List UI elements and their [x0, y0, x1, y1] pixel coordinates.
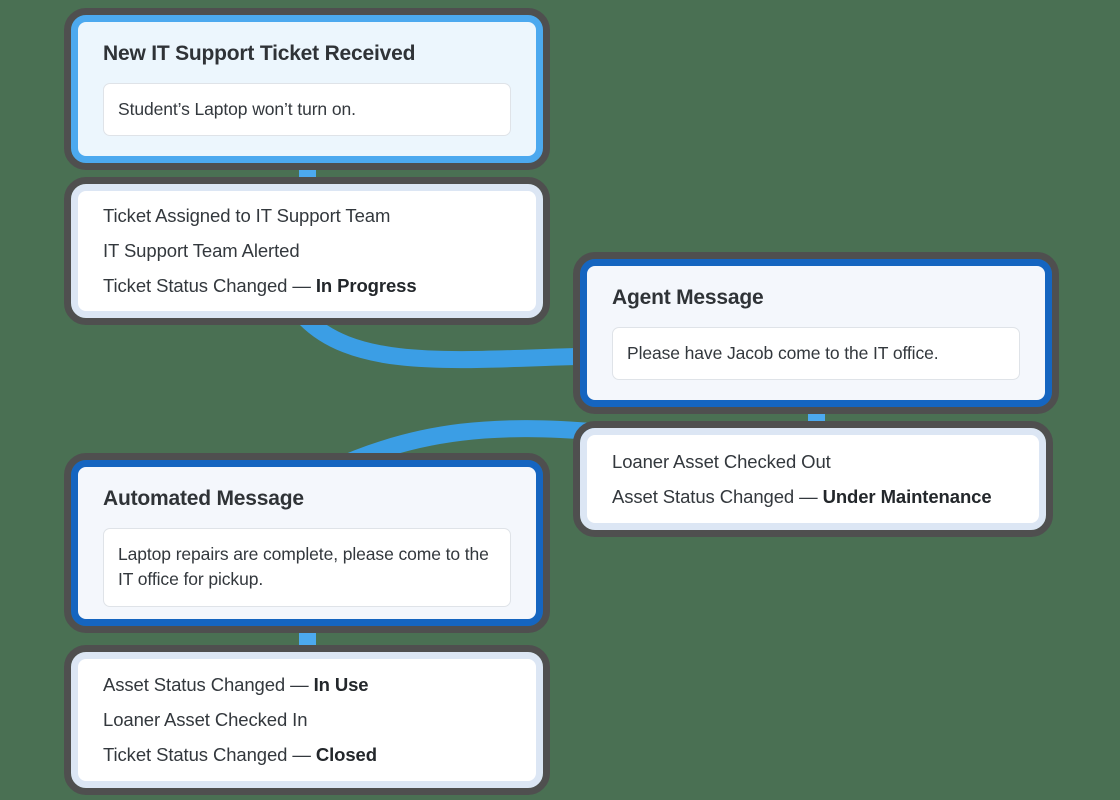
- event-label: Ticket Status Changed —: [103, 275, 316, 296]
- event-list: Loaner Asset Checked Out Asset Status Ch…: [612, 445, 1014, 514]
- node-body: Automated Message Laptop repairs are com…: [78, 467, 536, 619]
- agent-message-box[interactable]: Please have Jacob come to the IT office.: [612, 327, 1020, 381]
- node-inner: Agent Message Please have Jacob come to …: [580, 259, 1052, 407]
- ticket-description-box[interactable]: Student’s Laptop won’t turn on.: [103, 83, 511, 137]
- event-list: Asset Status Changed — In Use Loaner Ass…: [103, 668, 511, 772]
- list-item: Loaner Asset Checked Out: [612, 445, 1014, 479]
- node-inner: Loaner Asset Checked Out Asset Status Ch…: [580, 428, 1046, 530]
- node-body: Agent Message Please have Jacob come to …: [587, 266, 1045, 400]
- list-item: Loaner Asset Checked In: [103, 703, 511, 737]
- node-ticket-closed-events[interactable]: Asset Status Changed — In Use Loaner Ass…: [64, 645, 550, 795]
- list-item: Asset Status Changed — In Use: [103, 668, 511, 702]
- node-inner: Ticket Assigned to IT Support Team IT Su…: [71, 184, 543, 318]
- node-ticket-assigned-events[interactable]: Ticket Assigned to IT Support Team IT Su…: [64, 177, 550, 325]
- event-status: In Use: [313, 674, 369, 695]
- node-body: Ticket Assigned to IT Support Team IT Su…: [78, 191, 536, 311]
- node-title: New IT Support Ticket Received: [103, 42, 416, 65]
- event-label: Loaner Asset Checked Out: [612, 450, 831, 472]
- node-title: Automated Message: [103, 487, 304, 510]
- node-body: Loaner Asset Checked Out Asset Status Ch…: [587, 435, 1039, 523]
- node-body: Asset Status Changed — In Use Loaner Ass…: [78, 659, 536, 781]
- automated-message-box[interactable]: Laptop repairs are complete, please come…: [103, 528, 511, 607]
- event-label: Ticket Assigned to IT Support Team: [103, 205, 391, 226]
- list-item: Ticket Assigned to IT Support Team: [103, 199, 511, 233]
- node-body: New IT Support Ticket Received Student’s…: [78, 22, 536, 156]
- node-inner: New IT Support Ticket Received Student’s…: [71, 15, 543, 163]
- node-title: Agent Message: [612, 286, 764, 309]
- node-new-it-support-ticket-received[interactable]: New IT Support Ticket Received Student’s…: [64, 8, 550, 170]
- event-label: Asset Status Changed —: [612, 485, 823, 507]
- event-status: Closed: [315, 744, 377, 765]
- event-label: IT Support Team Alerted: [103, 240, 300, 261]
- list-item: Ticket Status Changed — Closed: [103, 738, 511, 772]
- node-automated-message[interactable]: Automated Message Laptop repairs are com…: [64, 453, 550, 633]
- node-inner: Asset Status Changed — In Use Loaner Ass…: [71, 652, 543, 788]
- node-inner: Automated Message Laptop repairs are com…: [71, 460, 543, 626]
- event-status: Under Maintenance: [822, 485, 992, 507]
- node-loaner-asset-checked-out-events[interactable]: Loaner Asset Checked Out Asset Status Ch…: [573, 421, 1053, 537]
- node-agent-message[interactable]: Agent Message Please have Jacob come to …: [573, 252, 1059, 414]
- list-item: Asset Status Changed — Under Maintenance: [612, 480, 1014, 514]
- event-list: Ticket Assigned to IT Support Team IT Su…: [103, 199, 511, 303]
- list-item: IT Support Team Alerted: [103, 234, 511, 268]
- event-status: In Progress: [315, 275, 417, 296]
- list-item: Ticket Status Changed — In Progress: [103, 269, 511, 303]
- event-label: Ticket Status Changed —: [103, 744, 316, 765]
- event-label: Loaner Asset Checked In: [103, 709, 308, 730]
- event-label: Asset Status Changed —: [103, 674, 314, 695]
